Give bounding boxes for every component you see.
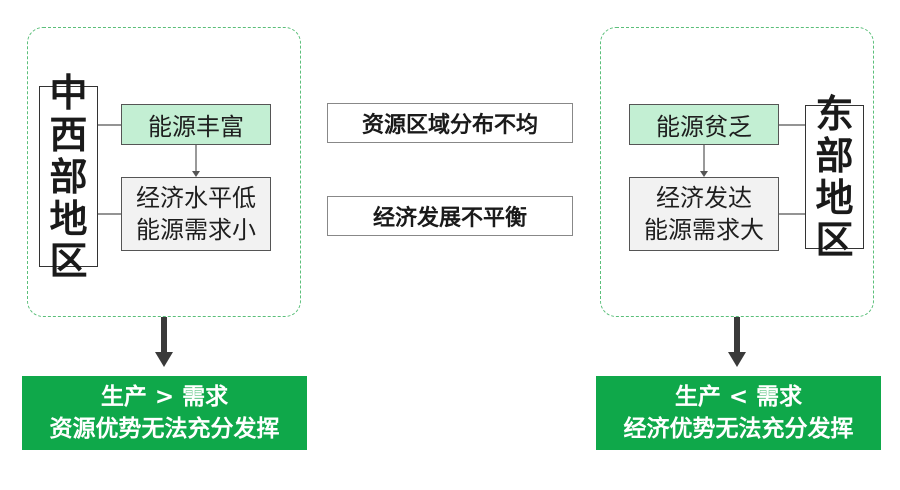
right-result-box: 生产 < 需求 经济优势无法充分发挥 [596,376,881,450]
left-small-arrow-head [192,171,200,177]
left-result-box: 生产 > 需求 资源优势无法充分发挥 [22,376,307,450]
right-region-label: 东部地区 [805,93,864,261]
left-top-box: 能源丰富 [121,104,271,145]
center-top-label: 资源区域分布不均 [327,103,573,143]
right-bottom-box: 经济发达 能源需求大 [629,177,779,251]
left-region-label: 中西部地区 [39,72,98,282]
left-big-arrow-head [155,352,173,367]
left-region-frame [27,27,301,317]
right-region-frame [600,27,874,317]
right-small-arrow-head [700,171,708,177]
right-top-box: 能源贫乏 [629,104,779,145]
left-bottom-box: 经济水平低 能源需求小 [121,177,271,251]
left-big-arrow-shaft [161,317,167,353]
right-big-arrow-head [728,352,746,367]
center-bottom-label: 经济发展不平衡 [327,196,573,236]
right-big-arrow-shaft [734,317,740,353]
